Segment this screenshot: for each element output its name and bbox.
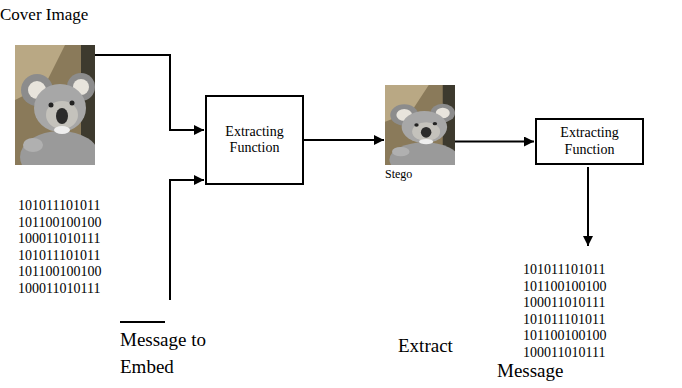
message-output-arrow [587,167,589,246]
binary-row: 101100100100 [523,279,606,295]
binary-row: 101011101011 [18,198,100,214]
image-caption: Stego [385,168,412,182]
flow-arrow [455,141,534,143]
cover-image: Cover Image [15,45,95,165]
binary-row: 101100100100 [523,328,606,344]
flow-arrow [304,139,384,141]
box-label: Extracting Function [213,124,296,156]
cover-image-picture [15,45,100,183]
binary-row: 100011010111 [18,231,100,247]
message-input-arrow [170,180,204,300]
process-box: Extracting Function [205,95,304,185]
message-caption: Message to Embed [120,327,240,380]
flow-arrow [95,55,204,130]
binary-row: 101011101011 [523,312,605,328]
message-bar [120,321,165,323]
binary-row: 100011010111 [523,345,605,361]
binary-row: 101011101011 [18,248,100,264]
message-caption: Message [497,360,563,382]
process-box: Extracting Function [535,118,644,165]
binary-row: 101100100100 [18,215,101,231]
image-caption: Cover Image [0,5,88,25]
stego-image-picture [385,85,459,177]
extract-caption: Extract [398,335,453,357]
binary-row: 100011010111 [18,281,100,297]
binary-row: 100011010111 [523,295,605,311]
stego-image: Stego [385,85,455,165]
binary-row: 101100100100 [18,264,101,280]
binary-row: 101011101011 [523,262,605,278]
box-label: Extracting Function [543,125,636,157]
